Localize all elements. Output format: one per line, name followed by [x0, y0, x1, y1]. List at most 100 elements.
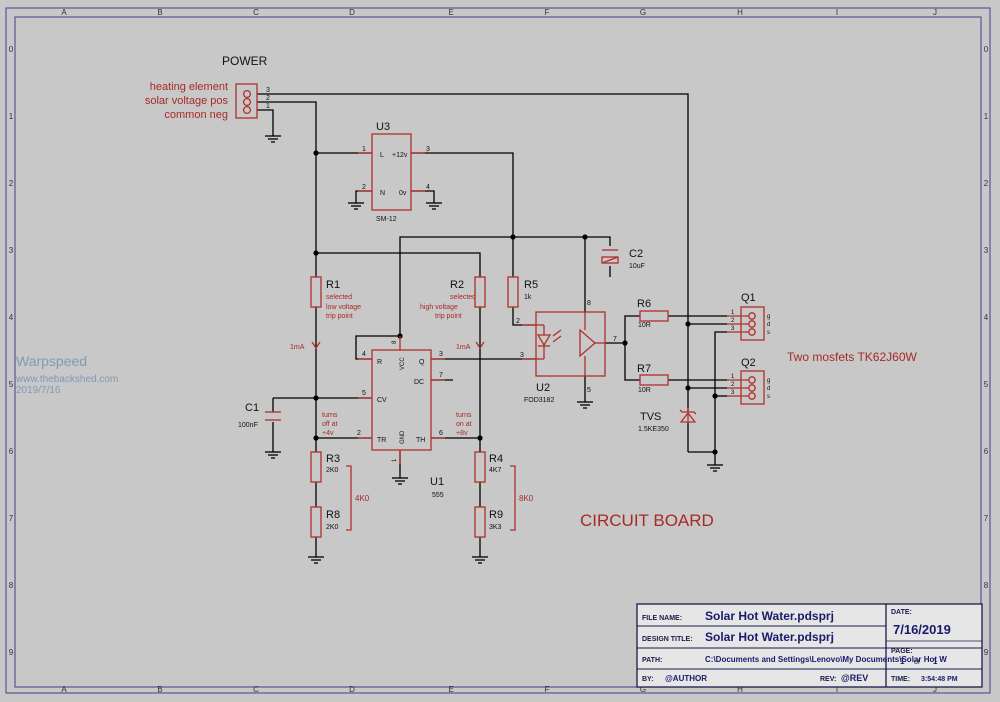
u2-pin-num: 8 — [587, 300, 591, 307]
u1-pin-vcc: VCC — [400, 357, 406, 370]
r1-note: selected — [326, 294, 352, 301]
r6-value: 10R — [638, 322, 651, 329]
row-labels-right: 0 1 2 3 4 5 6 7 8 9 — [984, 45, 989, 657]
turns-off-text: +4v — [322, 430, 334, 437]
col-label: C — [253, 8, 259, 17]
page-value: 1 — [900, 657, 905, 666]
col-label: H — [737, 685, 743, 694]
ground-icon — [707, 464, 723, 472]
col-label: F — [545, 8, 550, 17]
u2-ref: U2 — [536, 382, 550, 394]
ground-icon — [265, 451, 281, 459]
u3-pin-0v: 0v — [399, 190, 407, 197]
u2-pin-num: 3 — [520, 352, 524, 359]
power-line-common: common neg — [164, 109, 228, 121]
row-label: 2 — [9, 179, 14, 188]
page-total: 1 — [933, 657, 938, 666]
u1-pin-num: 6 — [439, 430, 443, 437]
r9-ref: R9 — [489, 509, 503, 521]
u1-pin-gnd: GND — [400, 430, 406, 444]
power-line-heating: heating element — [150, 81, 228, 93]
watermark-site: www.thebackshed.com — [15, 374, 118, 385]
q2-ref: Q2 — [741, 357, 756, 369]
c2-ref: C2 — [629, 248, 643, 260]
u1-pin-num: 1 — [392, 458, 398, 462]
c1-ref: C1 — [245, 402, 259, 414]
current-arrows — [311, 341, 485, 350]
u3-ref: U3 — [376, 121, 390, 133]
u3-pin-12v: +12v — [392, 152, 408, 159]
u1-part: 555 — [432, 492, 444, 499]
ground-icon — [392, 477, 408, 485]
row-label: 9 — [9, 648, 14, 657]
turns-on-text: +8v — [456, 430, 468, 437]
col-label: A — [61, 685, 67, 694]
date-value: 7/16/2019 — [893, 622, 951, 637]
r1-note: low voltage — [326, 304, 361, 311]
row-label: 7 — [984, 514, 989, 523]
sum-right: 8K0 — [519, 494, 534, 503]
column-labels-bottom: A B C D E F G H I J — [61, 685, 937, 694]
by-label: BY: — [642, 676, 654, 683]
sum-brackets — [346, 465, 516, 531]
row-label: 0 — [9, 45, 14, 54]
board-label: CIRCUIT BOARD — [580, 511, 714, 530]
path-value: C:\Documents and Settings\Lenovo\My Docu… — [705, 655, 947, 664]
q1-pin: 2 — [731, 318, 735, 324]
r7-value: 10R — [638, 387, 651, 394]
q1-pin-label: d — [767, 322, 770, 328]
c1-value: 100nF — [238, 422, 258, 429]
tvs-diode — [679, 408, 697, 423]
u1-pin-num: 3 — [439, 351, 443, 358]
r4-body — [474, 451, 486, 483]
r2-ref: R2 — [450, 279, 464, 291]
r9-body — [474, 506, 486, 538]
row-label: 8 — [984, 581, 989, 590]
col-label: F — [545, 685, 550, 694]
q1-mosfet — [727, 306, 765, 341]
r4-ref: R4 — [489, 453, 503, 465]
outer-border — [5, 7, 991, 694]
u1-pin-num: 5 — [362, 390, 366, 397]
power-connector — [235, 83, 258, 119]
q1-ref: Q1 — [741, 292, 756, 304]
r7-body — [639, 374, 669, 386]
row-label: 0 — [984, 45, 989, 54]
by-value: @AUTHOR — [665, 674, 707, 683]
col-label: I — [836, 8, 838, 17]
u1-pin-num: 8 — [392, 340, 398, 344]
u1-pin-cv: CV — [377, 397, 387, 404]
q2-pin: 2 — [731, 382, 735, 388]
row-label: 4 — [9, 313, 14, 322]
turns-on-text: on at — [456, 421, 472, 428]
r6-ref: R6 — [637, 298, 651, 310]
r9-value: 3K3 — [489, 524, 502, 531]
r2-current: 1mA — [456, 344, 471, 351]
u1-pin-th: TH — [416, 437, 425, 444]
col-label: E — [448, 685, 453, 694]
col-label: B — [157, 8, 162, 17]
q2-mosfet — [727, 370, 765, 405]
q2-pin: 1 — [731, 374, 735, 380]
ground-icon — [265, 135, 281, 143]
u3-pin-num: 4 — [426, 184, 430, 191]
u1-pin-tr: TR — [377, 437, 386, 444]
r4-value: 4K7 — [489, 467, 502, 474]
u2-pin-num: 2 — [516, 318, 520, 325]
u3-pin-num: 3 — [426, 146, 430, 153]
r6-body — [639, 310, 669, 322]
r7-ref: R7 — [637, 363, 651, 375]
page-of: of — [914, 659, 920, 666]
q1-pin: 3 — [731, 326, 735, 332]
power-pin-label: 2 — [266, 95, 270, 102]
r3-body — [310, 451, 322, 483]
row-label: 1 — [984, 112, 989, 121]
watermark-date: 2019/7/16 — [16, 385, 61, 396]
ground-icon — [348, 202, 364, 210]
file-name-label: FILE NAME: — [642, 615, 682, 622]
ground-symbols — [265, 135, 723, 564]
time-label: TIME: — [891, 676, 910, 683]
date-label: DATE: — [891, 609, 912, 616]
turns-off-text: turns — [322, 412, 338, 419]
